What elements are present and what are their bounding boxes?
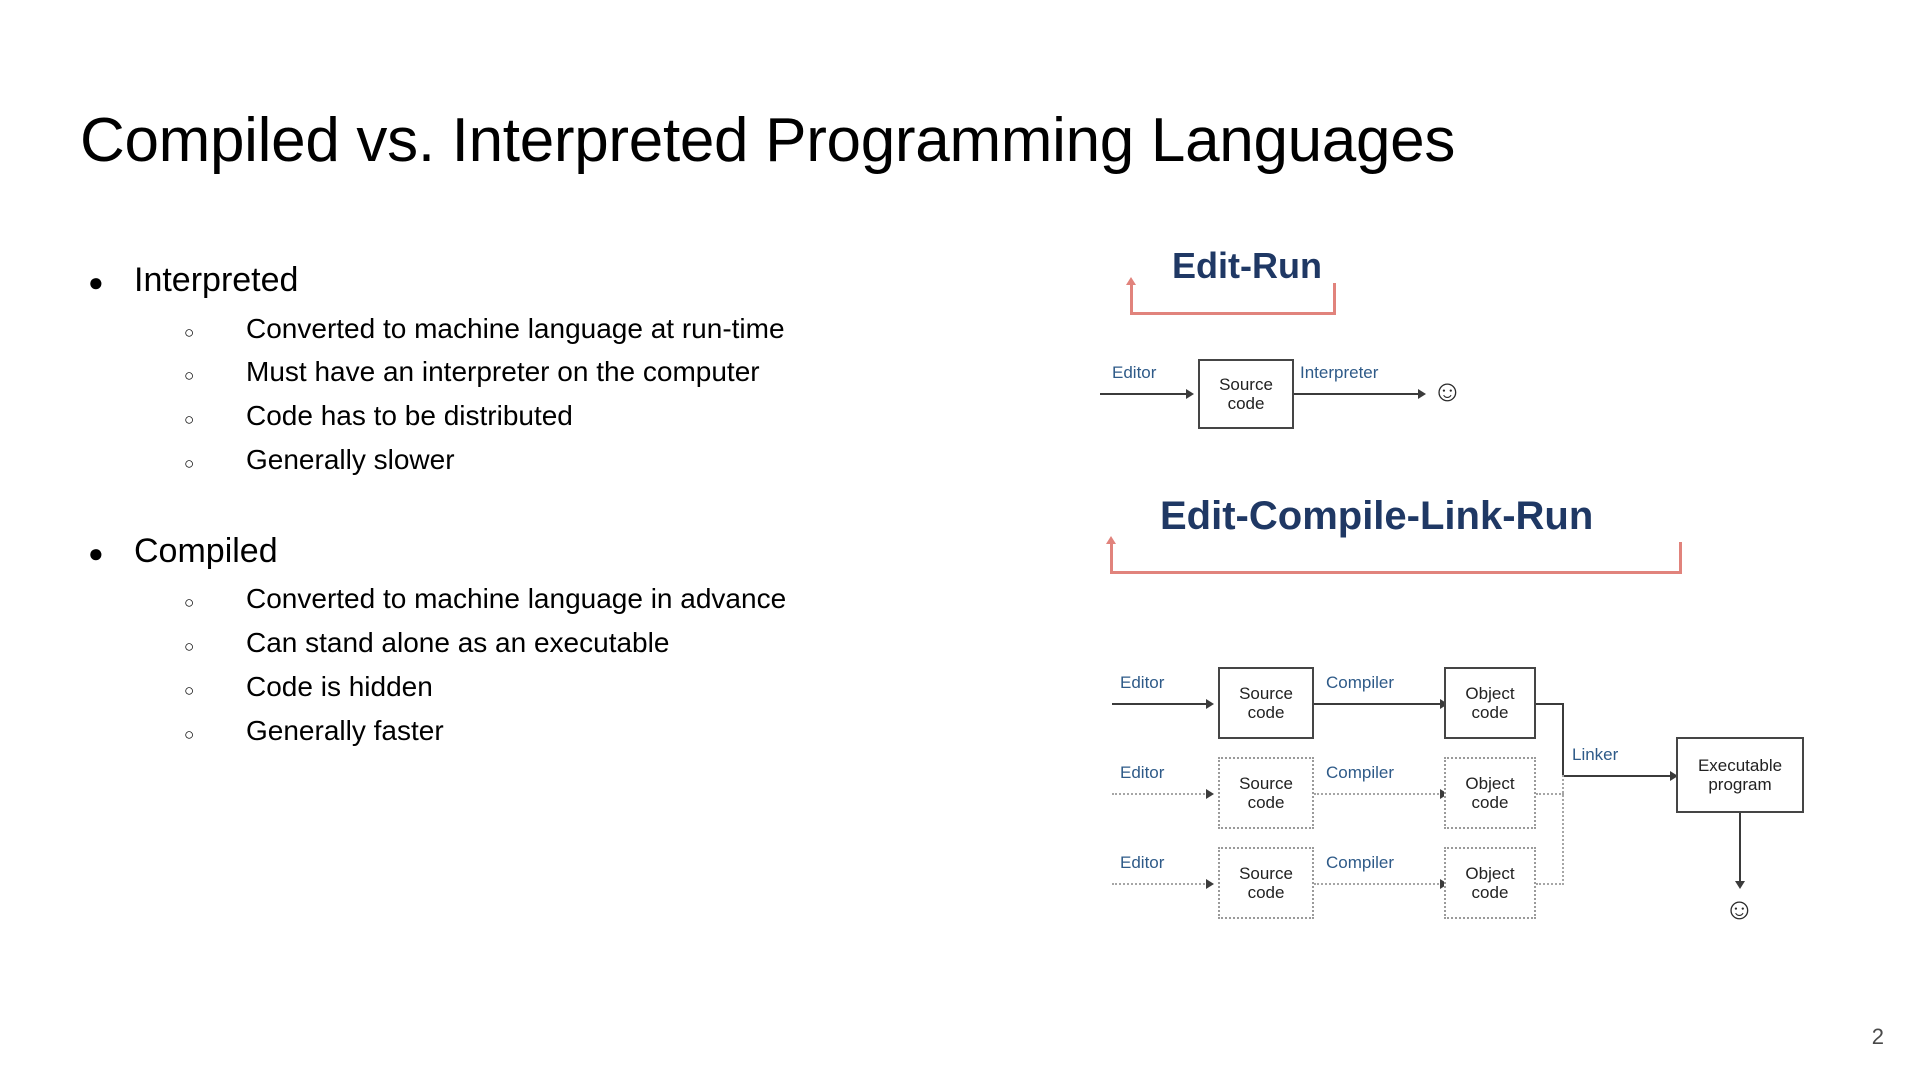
sub-bullet-label: Converted to machine language at run-tim… [246, 312, 785, 344]
object-code-box-row3: Object code [1444, 847, 1536, 919]
diagram-panel: Edit-Run Editor Source code Interpreter … [1100, 245, 1880, 1015]
sub-bullet-item: ○ Converted to machine language at run-t… [88, 310, 908, 348]
editor-to-source-line [1100, 393, 1188, 395]
circle-bullet-icon: ○ [184, 453, 195, 473]
sub-bullet-label: Must have an interpreter on the computer [246, 356, 760, 388]
source-code-box-row2: Source code [1218, 757, 1314, 829]
linker-to-executable-line [1562, 775, 1672, 777]
editor-edge-label-row1: Editor [1120, 673, 1165, 692]
sub-bullet-label: Code is hidden [246, 670, 433, 702]
executable-to-result-line [1739, 813, 1741, 883]
sub-bullet-label: Generally slower [246, 443, 455, 475]
source-code-box-row3: Source code [1218, 847, 1314, 919]
sub-bullet-label: Code has to be distributed [246, 400, 573, 432]
editor-to-source-line-row3 [1112, 883, 1208, 885]
sub-bullet-item: ○ Converted to machine language in advan… [88, 580, 908, 618]
circle-bullet-icon: ○ [184, 366, 195, 386]
bullet-group-spacer [88, 485, 908, 529]
editor-arrowhead-icon-row2 [1206, 789, 1214, 799]
interpreter-edge-label: Interpreter [1300, 363, 1379, 382]
compiler-edge-label-row1: Compiler [1326, 673, 1395, 692]
editor-edge-label-row2: Editor [1120, 763, 1165, 782]
sub-bullet-list: ○ Converted to machine language in advan… [88, 580, 908, 749]
compiler-edge-label-row3: Compiler [1326, 853, 1395, 872]
editor-arrowhead-icon-row1 [1206, 699, 1214, 709]
bullet-label: Interpreted [134, 261, 299, 299]
editor-edge-label-row3: Editor [1120, 853, 1165, 872]
edit-run-banner: Edit-Run [1126, 245, 1390, 319]
sub-bullet-list: ○ Converted to machine language at run-t… [88, 310, 908, 479]
linker-bus-vertical-dotted [1562, 775, 1564, 885]
bullet-group-compiled: ● Compiled ○ Converted to machine langua… [88, 529, 908, 750]
executable-arrowhead-icon [1735, 881, 1745, 889]
source-code-box-label-row3: Source code [1239, 863, 1293, 902]
object-code-box-row2: Object code [1444, 757, 1536, 829]
edit-compile-loop-arrow-icon [1106, 536, 1116, 544]
bullet-group-interpreted: ● Interpreted ○ Converted to machine lan… [88, 258, 908, 479]
object-code-row3-to-bus-line [1536, 883, 1564, 885]
executable-program-box: Executable program [1676, 737, 1804, 813]
page-title: Compiled vs. Interpreted Programming Lan… [80, 106, 1456, 175]
edit-run-banner-label: Edit-Run [1172, 245, 1322, 286]
compiler-line-row1 [1314, 703, 1442, 705]
source-code-box-label-row2: Source code [1239, 773, 1293, 812]
sub-bullet-item: ○ Generally slower [88, 441, 908, 479]
page-number: 2 [1871, 1024, 1884, 1049]
source-to-interpreter-line [1294, 393, 1420, 395]
edit-compile-link-run-banner-label: Edit-Compile-Link-Run [1160, 494, 1594, 538]
bullet-top-level: ● Compiled [88, 529, 908, 575]
compiler-line-row3 [1314, 883, 1442, 885]
object-code-box-label-row2: Object code [1465, 773, 1515, 812]
happy-face-icon: ☺ [1432, 375, 1463, 408]
circle-bullet-icon: ○ [184, 680, 195, 700]
editor-to-source-line-row1 [1112, 703, 1208, 705]
sub-bullet-label: Can stand alone as an executable [246, 627, 670, 659]
source-code-box-label-row1: Source code [1239, 683, 1293, 722]
sub-bullet-item: ○ Generally faster [88, 712, 908, 750]
editor-to-source-line-row2 [1112, 793, 1208, 795]
edit-compile-link-run-banner: Edit-Compile-Link-Run [1106, 494, 1710, 580]
edit-compile-loop-bracket [1110, 542, 1682, 574]
object-code-box-label-row1: Object code [1465, 683, 1515, 722]
editor-arrowhead-icon [1186, 389, 1194, 399]
object-code-box-label-row3: Object code [1465, 863, 1515, 902]
bullet-list: ● Interpreted ○ Converted to machine lan… [88, 258, 908, 755]
source-code-box: Source code [1198, 359, 1294, 429]
linker-arrowhead-icon [1670, 771, 1678, 781]
executable-program-box-label: Executable program [1697, 755, 1783, 794]
sub-bullet-item: ○ Must have an interpreter on the comput… [88, 353, 908, 391]
sub-bullet-item: ○ Can stand alone as an executable [88, 624, 908, 662]
linker-edge-label: Linker [1572, 745, 1619, 764]
disc-bullet-icon: ● [88, 267, 104, 297]
interpreter-arrowhead-icon [1418, 389, 1426, 399]
bullet-label: Compiled [134, 531, 278, 570]
object-code-row1-to-bus-line [1536, 703, 1564, 705]
edit-run-loop-bracket [1130, 283, 1336, 315]
editor-edge-label: Editor [1112, 363, 1157, 382]
linker-bus-vertical-row1 [1562, 703, 1564, 775]
compiler-line-row2 [1314, 793, 1442, 795]
source-code-box-row1: Source code [1218, 667, 1314, 739]
object-code-row2-to-bus-line [1536, 793, 1564, 795]
bullet-top-level: ● Interpreted [88, 258, 908, 304]
compiler-edge-label-row2: Compiler [1326, 763, 1395, 782]
sub-bullet-label: Generally faster [246, 714, 444, 746]
editor-arrowhead-icon-row3 [1206, 879, 1214, 889]
source-code-box-label: Source code [1219, 374, 1273, 413]
sub-bullet-item: ○ Code has to be distributed [88, 397, 908, 435]
sub-bullet-label: Converted to machine language in advance [246, 583, 787, 615]
circle-bullet-icon: ○ [184, 593, 195, 613]
object-code-box-row1: Object code [1444, 667, 1536, 739]
happy-face-icon-compiled: ☺ [1724, 893, 1755, 926]
disc-bullet-icon: ● [88, 537, 104, 568]
circle-bullet-icon: ○ [184, 637, 195, 657]
sub-bullet-item: ○ Code is hidden [88, 668, 908, 706]
edit-run-loop-arrow-icon [1126, 277, 1136, 285]
circle-bullet-icon: ○ [184, 724, 195, 744]
circle-bullet-icon: ○ [184, 410, 195, 430]
circle-bullet-icon: ○ [184, 322, 195, 342]
